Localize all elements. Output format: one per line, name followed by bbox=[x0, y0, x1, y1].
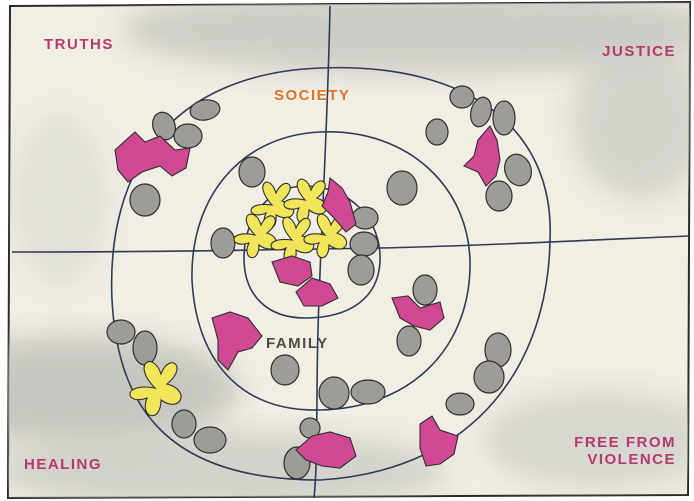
stone bbox=[493, 101, 515, 135]
label-violence: VIOLENCE bbox=[574, 451, 676, 468]
stone bbox=[107, 320, 135, 344]
label-justice: JUSTICE bbox=[602, 43, 676, 60]
stone bbox=[194, 427, 226, 453]
stone bbox=[413, 275, 437, 305]
label-society: SOCIETY bbox=[274, 87, 350, 104]
stone bbox=[486, 181, 512, 211]
stone bbox=[172, 410, 196, 438]
stone bbox=[319, 377, 349, 409]
stone bbox=[130, 184, 160, 216]
stone bbox=[446, 393, 474, 415]
label-free-from: FREE FROM bbox=[574, 434, 676, 451]
stone bbox=[474, 361, 504, 393]
stone bbox=[211, 228, 235, 258]
label-truths: TRUTHS bbox=[44, 36, 114, 53]
stone bbox=[397, 326, 421, 356]
label-free-from-violence: FREE FROM VIOLENCE bbox=[574, 434, 676, 468]
stone bbox=[387, 171, 417, 205]
stone bbox=[352, 207, 378, 229]
stone bbox=[348, 255, 374, 285]
label-family: FAMILY bbox=[266, 335, 329, 352]
stone bbox=[350, 232, 378, 256]
stone bbox=[450, 86, 474, 108]
stone bbox=[426, 119, 448, 145]
stone bbox=[174, 124, 202, 148]
stone bbox=[271, 355, 299, 385]
label-healing: HEALING bbox=[24, 456, 102, 473]
stone bbox=[239, 157, 265, 187]
stone bbox=[133, 331, 157, 365]
stone bbox=[351, 380, 385, 404]
